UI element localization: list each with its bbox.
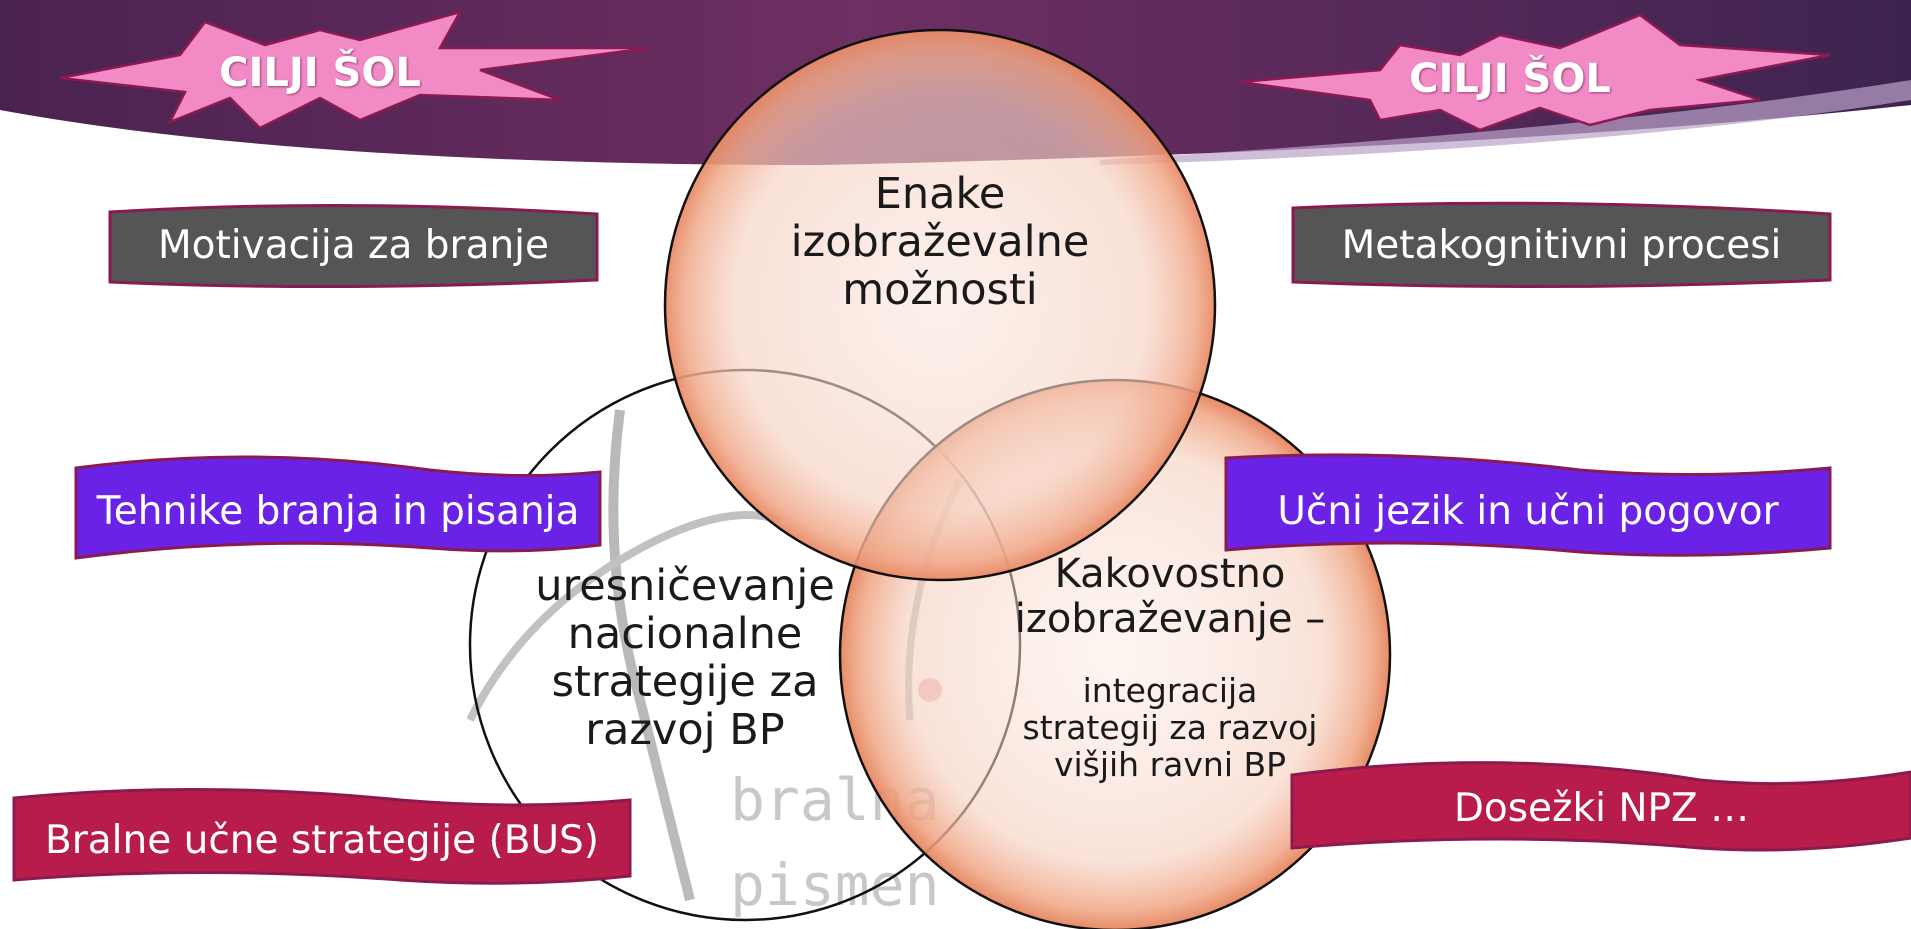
- header-swoosh: [1100, 80, 1911, 165]
- banner-ucni-jezik-label: Učni jezik in učni pogovor: [1277, 489, 1779, 534]
- banner-dosezki-shape: [1290, 761, 1911, 852]
- circle-right-sub-line-1: integracija: [1082, 671, 1258, 710]
- circle-left-text: uresničevanje nacionalne strategije za r…: [500, 562, 870, 755]
- banner-tehnike-shape: [74, 455, 602, 560]
- circle-top-line-2: izobraževalne: [790, 217, 1090, 268]
- circle-right-sub-line-3: višjih ravni BP: [1053, 744, 1287, 784]
- banner-dosezki-label: Dosežki NPZ …: [1453, 786, 1750, 831]
- banner-motivacija-label: Motivacija za branje: [157, 223, 550, 268]
- circle-left-line-3: strategije za: [551, 657, 819, 708]
- star-left-shape: [59, 9, 651, 130]
- circle-top-line-1: Enake: [874, 169, 1006, 219]
- circle-left-line-2: nacionalne: [567, 609, 803, 660]
- circle-top-text: Enake izobraževalne možnosti: [740, 169, 1140, 316]
- circle-left-line-1: uresničevanje: [535, 561, 835, 611]
- circle-right-line-2: izobraževanje –: [1014, 595, 1326, 642]
- banner-bralne-label: Bralne učne strategije (BUS): [44, 818, 600, 863]
- star-right-label: CILJI ŠOL: [1409, 56, 1611, 102]
- circle-right-sub-line-2: strategij za razvoj: [1022, 707, 1318, 747]
- star-right-shape: [1239, 13, 1831, 132]
- watermark-text-2: pismen: [730, 851, 940, 919]
- circle-right-main-text: Kakovostno izobraževanje –: [995, 552, 1345, 642]
- circle-top: [663, 28, 1217, 582]
- banner-tehnike-label: Tehnike branja in pisanja: [96, 489, 580, 534]
- circle-left-line-4: razvoj BP: [585, 705, 785, 756]
- banner-bralne-shape: [12, 787, 632, 885]
- banner-metakognitivni-label: Metakognitivni procesi: [1341, 223, 1782, 268]
- circle-right-sub-text: integracija strategij za razvoj višjih r…: [1005, 671, 1335, 784]
- circle-top-line-3: možnosti: [842, 265, 1038, 316]
- banner-metakognitivni-shape: [1291, 201, 1832, 289]
- banner-motivacija-shape: [108, 203, 599, 289]
- banner-ucni-jezik-shape: [1224, 453, 1832, 557]
- circle-right-line-1: Kakovostno: [1054, 551, 1286, 597]
- star-left-label: CILJI ŠOL: [219, 50, 421, 96]
